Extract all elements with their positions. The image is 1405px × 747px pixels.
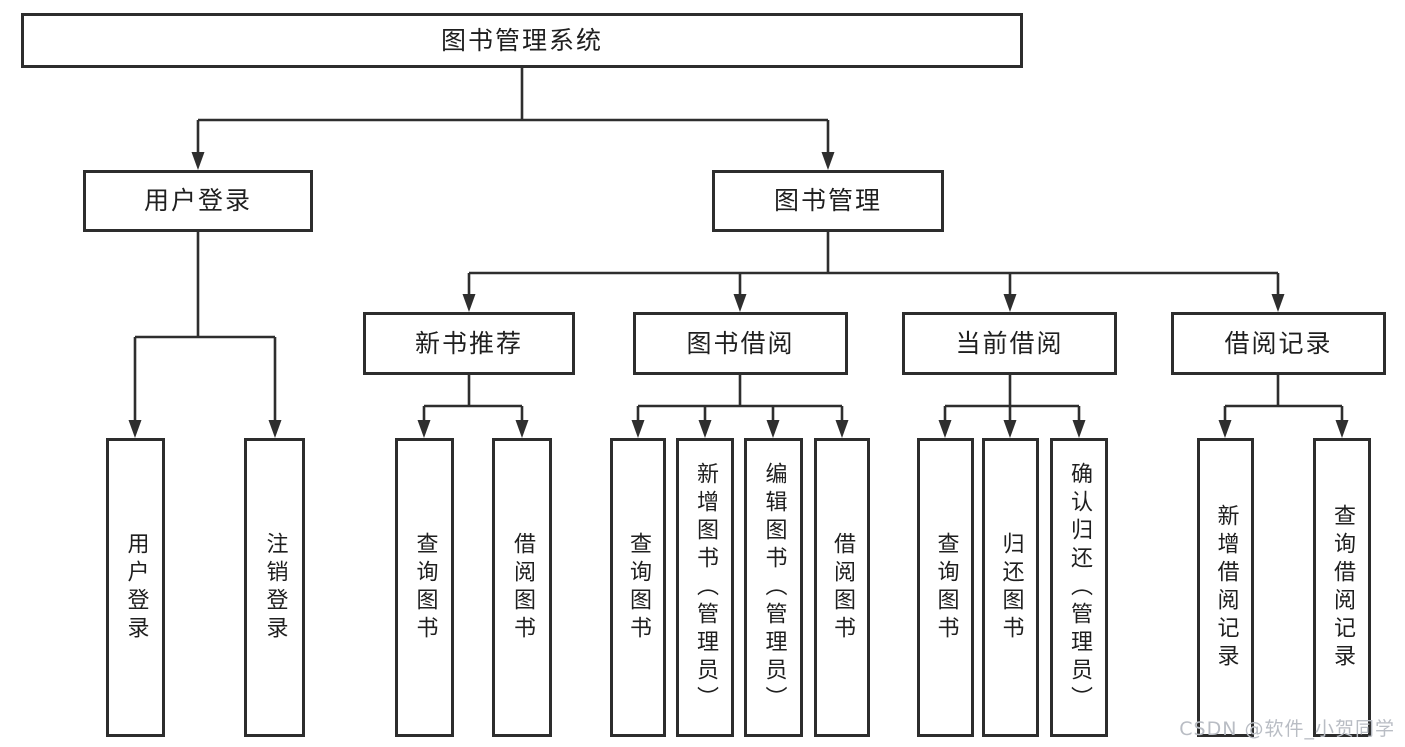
arrowhead-icon (268, 420, 282, 438)
arrowhead-icon (515, 420, 529, 438)
leaf-confirm-return-admin: 确认归还（管理员） (1050, 438, 1108, 737)
connector-wire (422, 375, 524, 424)
arrowhead-icon (938, 420, 952, 438)
leaf-query-borrow-record: 查询借阅记录 (1313, 438, 1371, 737)
leaf-add-borrow-record: 新增借阅记录 (1197, 438, 1254, 737)
connector-wire (1223, 375, 1344, 424)
leaf-borrow-books-borrow: 借阅图书 (814, 438, 870, 737)
leaf-add-book-admin: 新增图书（管理员） (676, 438, 734, 737)
arrowhead-icon (1271, 294, 1285, 312)
arrowhead-icon (766, 420, 780, 438)
arrowhead-icon (1003, 294, 1017, 312)
node-user-login: 用户登录 (83, 170, 313, 232)
arrowhead-icon (417, 420, 431, 438)
node-borrow-records: 借阅记录 (1171, 312, 1386, 375)
connector-wire (196, 68, 830, 156)
node-new-book-recommend: 新书推荐 (363, 312, 575, 375)
leaf-user-login: 用户登录 (106, 438, 165, 737)
arrowhead-icon (128, 420, 142, 438)
node-current-borrow: 当前借阅 (902, 312, 1117, 375)
arrowhead-icon (1003, 420, 1017, 438)
csdn-watermark: CSDN @软件_小贺同学 (1179, 718, 1395, 740)
connector-wire (133, 232, 277, 424)
arrowhead-icon (1335, 420, 1349, 438)
arrowhead-icon (1218, 420, 1232, 438)
arrowhead-icon (191, 152, 205, 170)
leaf-edit-book-admin: 编辑图书（管理员） (744, 438, 803, 737)
connector-wire (943, 375, 1081, 424)
arrowhead-icon (733, 294, 747, 312)
leaf-query-books-current: 查询图书 (917, 438, 974, 737)
connector-wire (636, 375, 844, 424)
leaf-query-books-recommend: 查询图书 (395, 438, 454, 737)
arrowhead-icon (835, 420, 849, 438)
arrowhead-icon (698, 420, 712, 438)
leaf-logout: 注销登录 (244, 438, 305, 737)
node-library-management-system: 图书管理系统 (21, 13, 1023, 68)
arrowhead-icon (821, 152, 835, 170)
arrowhead-icon (1072, 420, 1086, 438)
arrowhead-icon (631, 420, 645, 438)
connector-wire (467, 232, 1280, 298)
node-book-borrow: 图书借阅 (633, 312, 848, 375)
leaf-return-book: 归还图书 (982, 438, 1039, 737)
arrowhead-icon (462, 294, 476, 312)
node-book-management: 图书管理 (712, 170, 944, 232)
leaf-borrow-books-recommend: 借阅图书 (492, 438, 552, 737)
leaf-query-books-borrow: 查询图书 (610, 438, 666, 737)
